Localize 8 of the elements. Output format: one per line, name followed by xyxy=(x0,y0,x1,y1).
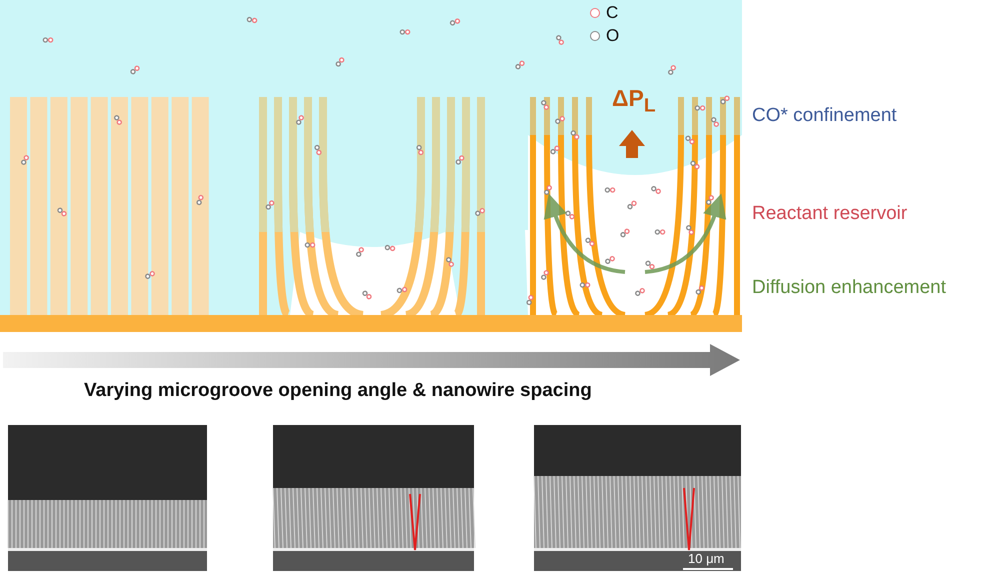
legend-label: O xyxy=(606,26,620,46)
caption-text: Varying microgroove opening angle & nanowire spacing xyxy=(84,381,592,402)
annotation-label: Reactant reservoir xyxy=(752,204,908,225)
annotation-label: CO* confinement xyxy=(752,106,897,127)
pressure-label: ΔP$_{L}$ xyxy=(612,86,656,117)
legend-label: C xyxy=(606,3,618,23)
scale-bar-label: 10 μm xyxy=(688,552,724,566)
annotation-label: Diffusion enhancement xyxy=(752,278,946,299)
